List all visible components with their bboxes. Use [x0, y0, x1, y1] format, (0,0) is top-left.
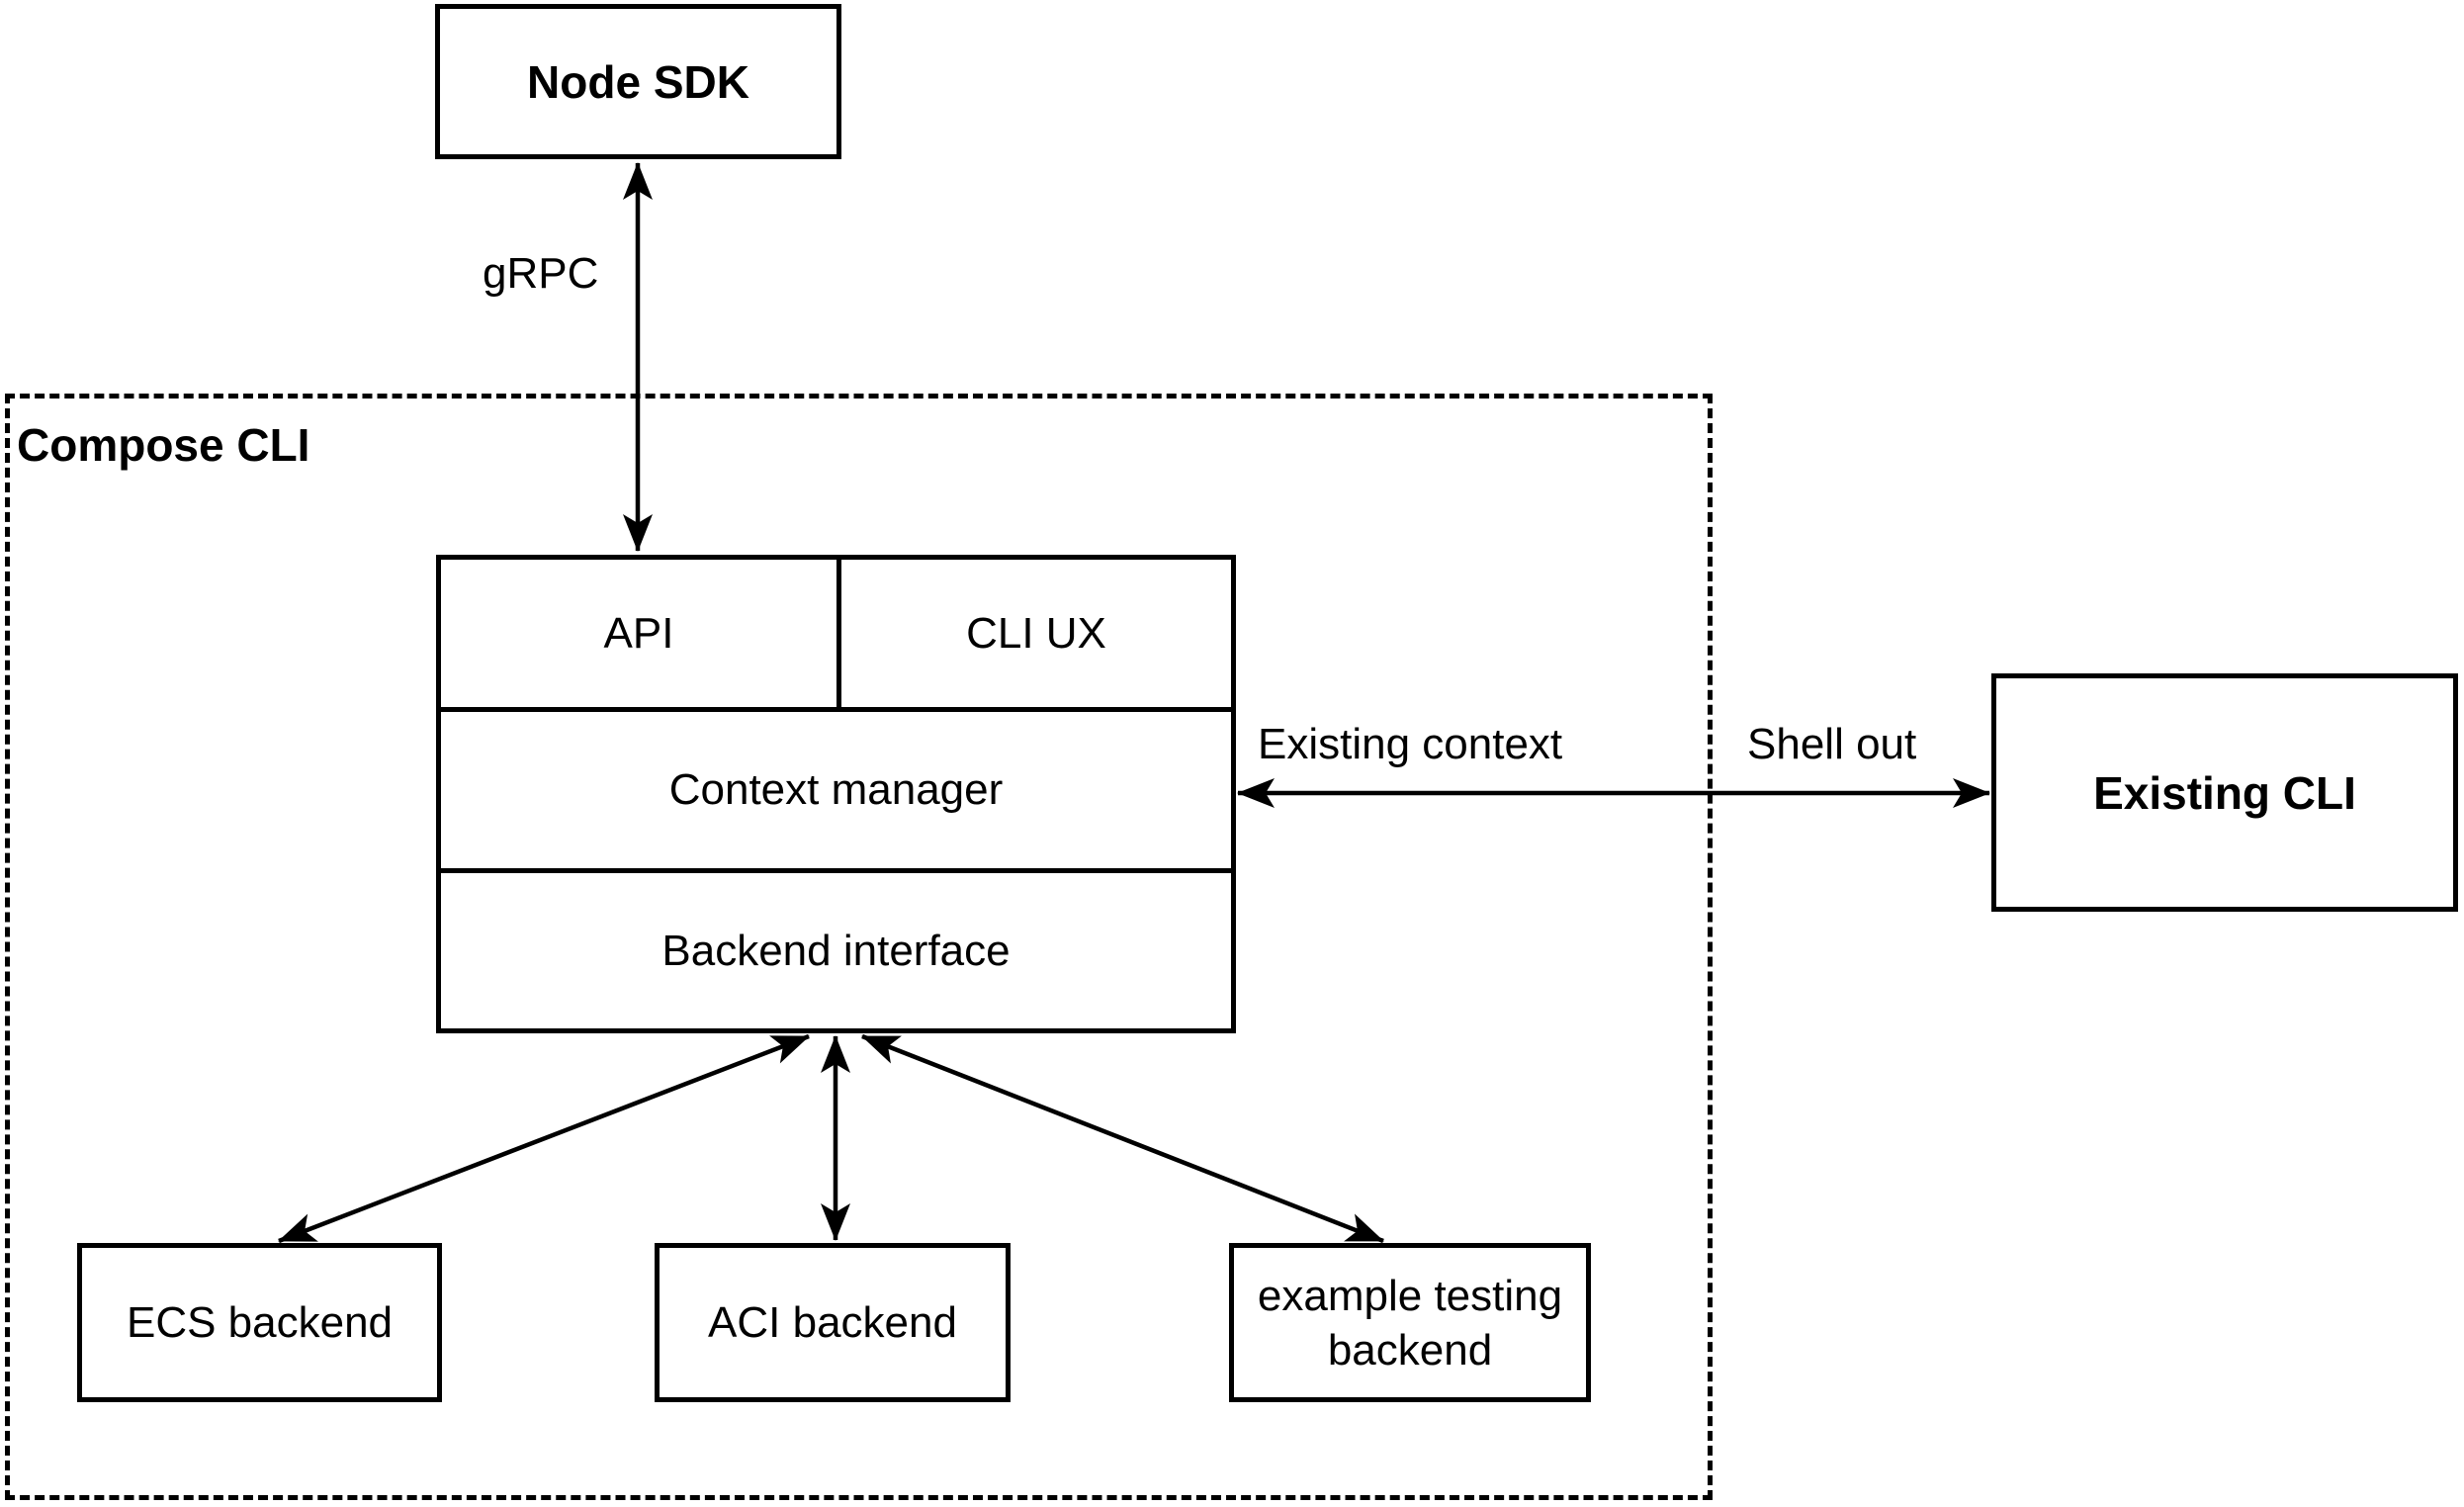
cli-ux-cell: CLI UX	[836, 560, 1231, 707]
node-sdk-label: Node SDK	[527, 55, 749, 108]
backend-interface-label: Backend interface	[661, 926, 1011, 975]
backend-ecs-arrow	[278, 1033, 810, 1244]
shell-out-label: Shell out	[1747, 720, 1917, 768]
ecs-backend-box: ECS backend	[77, 1243, 442, 1402]
aci-backend-box: ACI backend	[655, 1243, 1011, 1402]
grpc-label: gRPC	[483, 249, 599, 298]
node-sdk-box: Node SDK	[435, 4, 841, 159]
existing-cli-box: Existing CLI	[1991, 673, 2458, 912]
context-manager-label: Context manager	[668, 765, 1004, 814]
api-label: API	[603, 608, 674, 658]
compose-cli-stack: API CLI UX Context manager Backend inter…	[436, 555, 1236, 1033]
api-cell: API	[441, 560, 836, 707]
existing-cli-label: Existing CLI	[2093, 766, 2356, 819]
stack-top-row: API CLI UX	[441, 560, 1231, 712]
example-testing-backend-box: example testing backend	[1229, 1243, 1591, 1402]
compose-cli-container: Compose CLI	[5, 394, 1713, 1500]
context-manager-cell-inner: Context manager	[441, 712, 1231, 868]
backend-example-arrow	[861, 1033, 1384, 1244]
aci-backend-label: ACI backend	[708, 1297, 957, 1347]
backend-interface-cell-inner: Backend interface	[441, 873, 1231, 1028]
backend-interface-cell: Backend interface	[441, 873, 1231, 1028]
cli-ux-label: CLI UX	[966, 608, 1106, 658]
ecs-backend-label: ECS backend	[126, 1297, 394, 1347]
example-testing-backend-label: example testing backend	[1257, 1271, 1563, 1374]
existing-context-label: Existing context	[1258, 720, 1563, 768]
context-manager-cell: Context manager	[441, 712, 1231, 873]
compose-cli-label: Compose CLI	[17, 419, 310, 471]
